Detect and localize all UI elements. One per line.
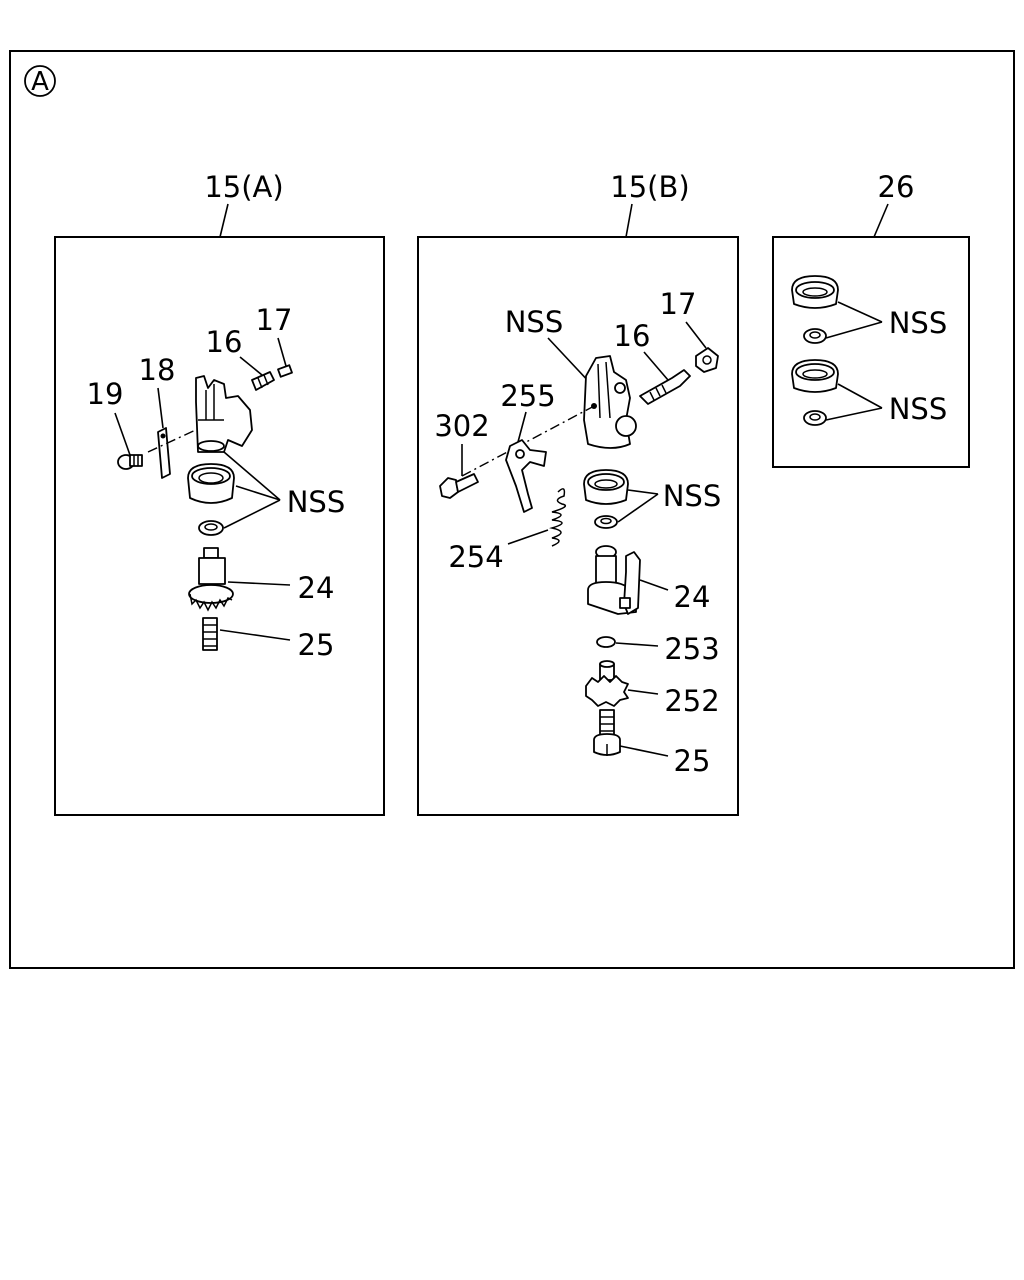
label-nss-c1: NSS	[889, 306, 948, 340]
fitting-16-b	[639, 369, 691, 405]
housing-15a	[195, 375, 253, 453]
label-nss-b-top: NSS	[505, 305, 564, 339]
group-a-title: 15(A)	[204, 170, 283, 204]
label-19: 19	[87, 377, 124, 411]
label-24-b: 24	[674, 580, 711, 614]
pin-25-b	[593, 709, 621, 756]
outer-frame	[9, 50, 1015, 969]
label-24-a: 24	[298, 571, 335, 605]
lever-255	[505, 439, 547, 513]
view-marker-letter: A	[31, 67, 49, 97]
cap-17	[277, 364, 293, 378]
label-16: 16	[206, 325, 243, 359]
label-17-b: 17	[660, 287, 697, 321]
label-252: 252	[664, 684, 719, 718]
label-17: 17	[256, 303, 293, 337]
label-25-b: 25	[674, 744, 711, 778]
group-26: 26 NSS NSS	[772, 170, 970, 468]
label-18: 18	[139, 353, 176, 387]
label-16-b: 16	[614, 319, 651, 353]
label-nss-b-mid: NSS	[663, 479, 722, 513]
group-a-box	[54, 236, 385, 816]
bolt-302	[439, 473, 479, 499]
seal-nss-b	[583, 469, 629, 529]
washer-253	[596, 636, 616, 648]
label-nss-a: NSS	[287, 485, 346, 519]
pin-25-a	[202, 617, 218, 651]
label-253: 253	[664, 632, 719, 666]
label-nss-c2: NSS	[889, 392, 948, 426]
label-254: 254	[448, 540, 503, 574]
group-c-box	[772, 236, 970, 468]
label-302: 302	[434, 409, 489, 443]
group-b-box	[417, 236, 739, 816]
cap-17-b	[695, 347, 719, 373]
group-15a: 15(A) 19 18	[54, 170, 385, 816]
spring-254	[549, 488, 567, 547]
gear-24-b	[587, 545, 641, 615]
fitting-16	[251, 371, 275, 391]
label-25-a: 25	[298, 628, 335, 662]
bracket-18	[157, 427, 171, 479]
label-255: 255	[500, 379, 555, 413]
housing-15b	[583, 355, 637, 449]
view-marker: A	[24, 65, 56, 97]
group-b-title: 15(B)	[610, 170, 689, 204]
gear-24-a	[188, 547, 234, 612]
group-15b: 15(B) NSS 16 17	[417, 170, 739, 816]
gear-252	[585, 660, 629, 707]
seal-nss-a	[187, 463, 235, 536]
seal-set-2	[791, 359, 839, 426]
bolt-19	[117, 454, 143, 470]
group-c-title: 26	[878, 170, 915, 204]
seal-set-1	[791, 275, 839, 344]
